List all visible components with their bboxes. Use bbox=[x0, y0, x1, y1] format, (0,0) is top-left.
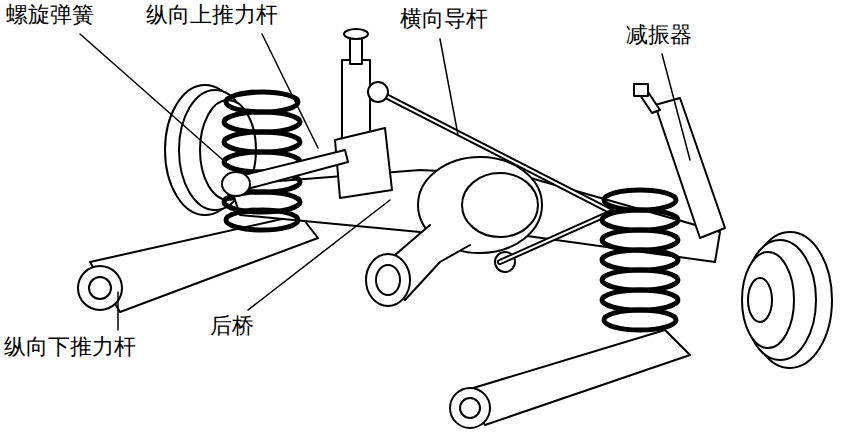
part-label: 纵向下推力杆 bbox=[4, 334, 136, 360]
part-label: 螺旋弹簧 bbox=[6, 2, 94, 28]
part-label: 后桥 bbox=[210, 313, 254, 339]
part-label: 减振器 bbox=[626, 22, 692, 48]
part-label: 横向导杆 bbox=[400, 6, 488, 32]
part-label: 纵向上推力杆 bbox=[146, 2, 278, 28]
leader-lines bbox=[80, 34, 690, 330]
